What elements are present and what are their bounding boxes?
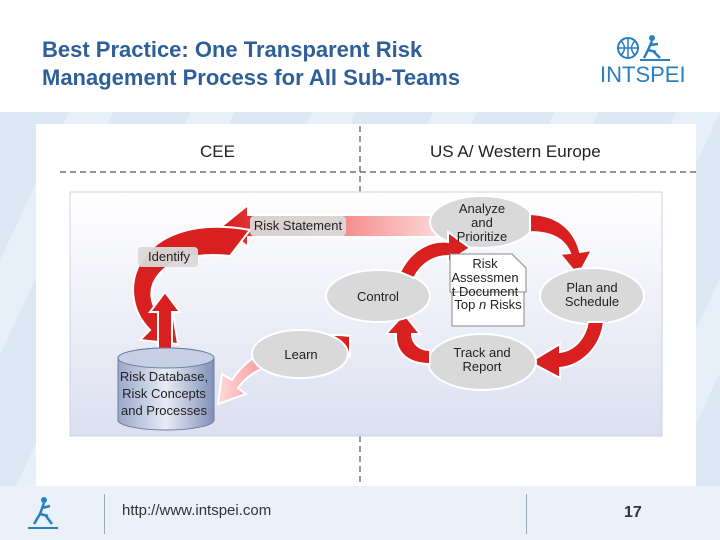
control-oval xyxy=(325,269,431,323)
footer-divider xyxy=(526,494,527,534)
footer-divider xyxy=(104,494,105,534)
top-n-italic: n xyxy=(478,297,487,312)
slide-header xyxy=(0,0,720,112)
footer-url-link[interactable]: http://www.intspei.com xyxy=(122,502,272,519)
risk-document-shape xyxy=(449,253,527,293)
slide-footer xyxy=(0,486,720,540)
risk-statement-label-box xyxy=(250,216,346,236)
top-n-doc-shape xyxy=(451,291,525,327)
analyze-label: Analyze and Prioritize xyxy=(456,201,508,244)
page-number: 17 xyxy=(624,504,642,521)
identify-label: Identify xyxy=(148,249,190,264)
column-label-cee: CEE xyxy=(200,142,235,161)
track-label: Track and Report xyxy=(453,345,511,374)
intspei-logo: INTSPEI xyxy=(600,32,690,92)
learn-label: Learn xyxy=(284,347,318,362)
database-cylinder-top xyxy=(117,347,215,369)
track-to-control-arrow xyxy=(383,312,431,366)
runner-icon xyxy=(28,497,58,529)
control-label: Control xyxy=(357,289,399,304)
learn-oval xyxy=(251,329,349,379)
control-to-analyze-arrow xyxy=(398,230,472,280)
risk-statement-label: Risk Statement xyxy=(253,218,343,233)
slide-title: Best Practice: One Transparent Risk Mana… xyxy=(42,37,461,90)
identify-label-box xyxy=(138,247,198,267)
risk-document-label: Risk Assessmen t Document xyxy=(451,256,519,299)
column-label-usa-europe: US A/ Western Europe xyxy=(430,142,601,161)
globe-runner-icon xyxy=(617,35,670,61)
database-up-arrow xyxy=(148,290,182,353)
top-n-risks-label: Top n Risks xyxy=(454,297,522,312)
database-label: Risk Database, Risk Concepts and Process… xyxy=(119,369,209,418)
plan-label: Plan and Schedule xyxy=(564,280,620,309)
logo-text: INTSPEI xyxy=(600,62,686,87)
